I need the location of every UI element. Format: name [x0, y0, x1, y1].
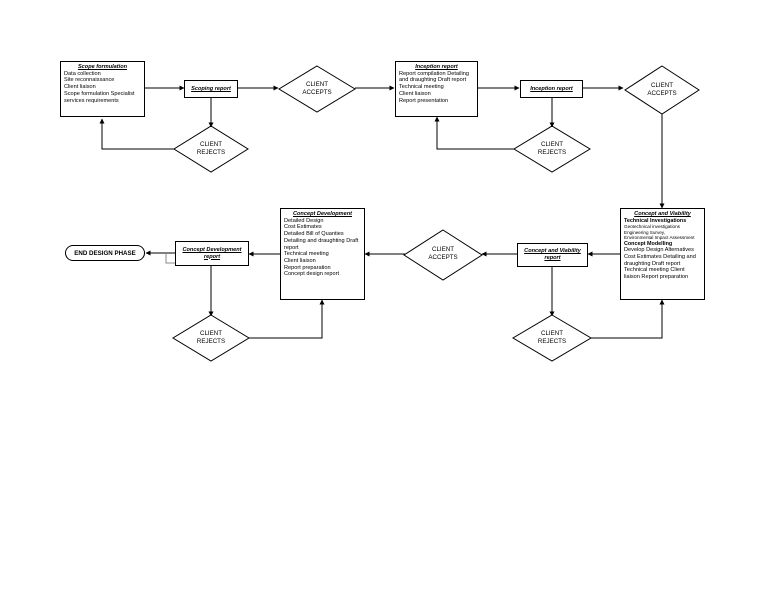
decision-diamond-2-accepts [624, 65, 700, 115]
viability-title: Concept and Viability [634, 211, 691, 217]
label-line: ACCEPTS [428, 254, 458, 261]
label-line: CLIENT [199, 141, 222, 148]
development-line: Detailed Design [284, 217, 324, 224]
development-line: Client liaison [284, 257, 316, 264]
scope-formulation-box: Scope formulation Data collection Site r… [60, 61, 145, 117]
inception-report-box: Inception report Report compilation Deta… [395, 61, 478, 117]
inception-line: Technical meeting [399, 84, 444, 91]
viability-line: Technical meeting Client [624, 267, 685, 274]
inception-report-small-box: Inception report [520, 80, 583, 98]
label-line: REJECTS [196, 338, 226, 345]
viability-small-line: Engineering Survey, [624, 229, 666, 235]
decision-diamond-3-rejects [512, 314, 592, 362]
concept-modelling-heading: Concept Modelling [624, 240, 673, 247]
scope-line: Site reconnaissance [64, 77, 115, 84]
scope-line: Scope formulation Specialist [64, 90, 135, 97]
connector-stub [165, 253, 175, 264]
decision-diamond-1-accepts [278, 65, 356, 113]
viability-report-box: Concept and Viability report [517, 243, 588, 267]
label-line: CLIENT [650, 82, 673, 89]
scope-line: Data collection [64, 70, 101, 77]
inception-title: Inception report [415, 64, 458, 70]
scope-line: Client liaison [64, 84, 96, 91]
development-line: Detailing and draughting Draft [284, 237, 359, 244]
development-line: Report preparation [284, 264, 331, 271]
concept-development-box: Concept Development Detailed Design Cost… [280, 208, 365, 300]
concept-viability-box: Concept and Viability Technical Investig… [620, 208, 705, 300]
decision-diamond-2-rejects [513, 125, 591, 173]
label-line: REJECTS [537, 149, 567, 156]
label-line: REJECTS [537, 338, 567, 345]
arrow-rejects-to-scope [99, 118, 175, 150]
label-line: ACCEPTS [647, 90, 677, 97]
viability-line: draughting Draft report [624, 260, 681, 267]
development-line: Concept design report [284, 271, 340, 278]
inception-report-label: Inception report [530, 85, 573, 92]
label-line: CLIENT [199, 330, 222, 337]
label-line: CLIENT [305, 81, 328, 88]
viability-line: liaison Report preparation [624, 274, 689, 281]
development-title: Concept Development [292, 211, 353, 217]
development-line: Detailed Bill of Quanties [284, 231, 344, 238]
technical-investigations-heading: Technical Investigations [624, 217, 687, 224]
development-line: Technical meeting [284, 251, 329, 258]
development-report-box: Concept Development report [175, 241, 249, 266]
inception-line: Client liaison [399, 90, 431, 97]
end-design-phase-terminal: END DESIGN PHASE [65, 245, 145, 261]
scoping-report-label: Scoping report [191, 85, 231, 92]
arrow-rejects-to-inception [434, 116, 516, 150]
inception-line: Report presentation [399, 97, 449, 104]
label-line: REJECTS [196, 149, 226, 156]
end-design-phase-label: END DESIGN PHASE [74, 249, 136, 257]
scoping-report-box: Scoping report [184, 80, 238, 98]
label-line: CLIENT [540, 330, 563, 337]
viability-line: Cost Estimates Detailing and [624, 254, 696, 261]
scope-formulation-title: Scope formulation [77, 64, 128, 70]
inception-line: Report compilation Detailing [399, 70, 469, 77]
decision-diamond-3-accepts [403, 229, 483, 281]
viability-report-label: Concept and Viability [524, 248, 581, 255]
development-line: Cost Estimates [284, 224, 322, 231]
decision-diamond-4-rejects [172, 314, 250, 362]
decision-diamond-1-rejects [173, 125, 249, 173]
arrow-rejects-to-viability [591, 299, 665, 339]
viability-small-line: Environmental Impact Assessment [624, 235, 695, 241]
label-line: CLIENT [431, 246, 454, 253]
viability-small-line: Geotechnical investigations [624, 224, 680, 230]
scope-line: services requirements [64, 97, 119, 104]
development-report-label: report [203, 253, 221, 260]
inception-line: and draughting Draft report [399, 77, 467, 84]
viability-line: Develop Design Alternatives [624, 247, 694, 254]
label-line: CLIENT [540, 141, 563, 148]
viability-report-label: report [544, 255, 561, 261]
label-line: ACCEPTS [302, 89, 332, 96]
development-report-label: Concept Development [182, 246, 242, 253]
development-line: report [284, 244, 299, 251]
arrow-rejects-to-development [249, 299, 325, 339]
